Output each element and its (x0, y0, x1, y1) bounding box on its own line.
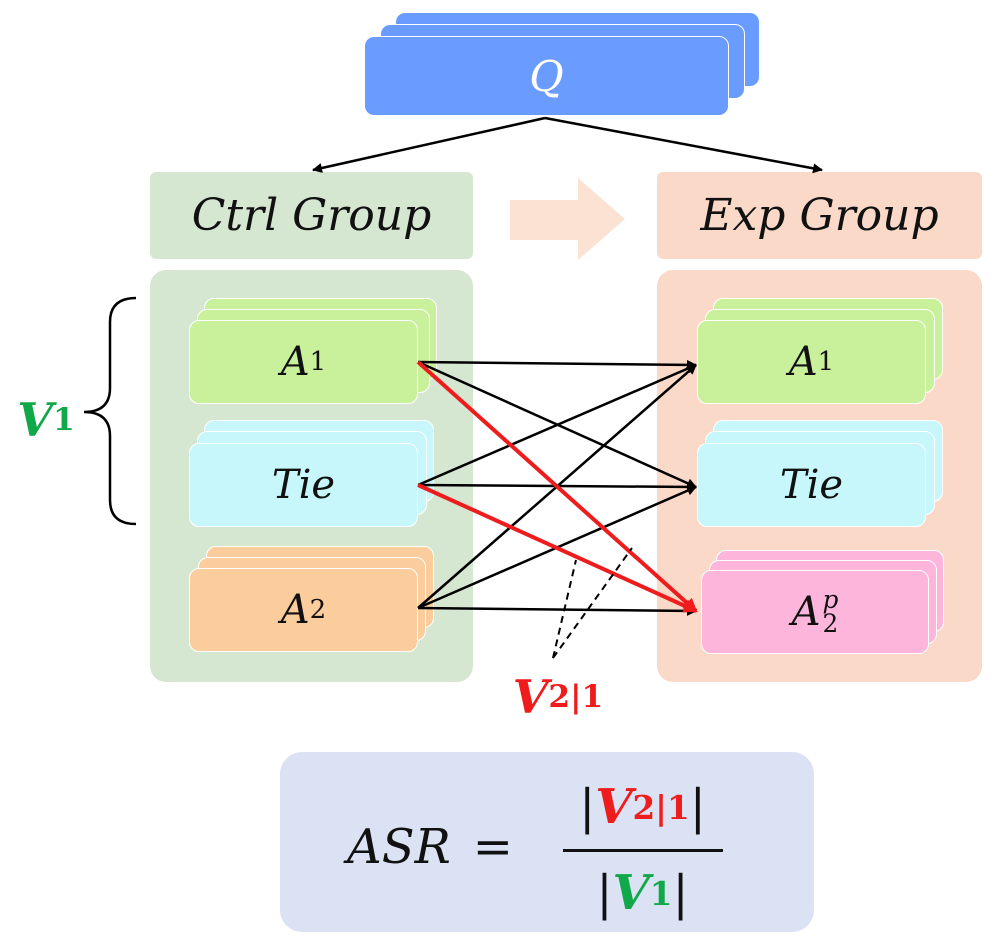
asr-fraction-bar (563, 849, 723, 852)
ctrl-a1-sub: 1 (309, 347, 327, 377)
exp-a2p-sub: 2 (822, 609, 839, 638)
asr-num-var: V (595, 779, 633, 835)
q-to-ctrl-arrow (312, 116, 546, 173)
transition-arrow (510, 178, 625, 260)
q-to-exp-arrow (544, 116, 823, 174)
v21-pointer-1 (552, 559, 577, 659)
exp-a1-base: A (788, 339, 818, 385)
asr-num-sub: 2|1 (632, 787, 690, 827)
ctrl-group-header (150, 172, 473, 259)
ctrl-group-label: Ctrl Group (191, 190, 432, 241)
edge-ctrl-a1-to-exp-a2p (416, 360, 698, 613)
v1-brace (83, 296, 137, 526)
asr-lhs-text: ASR (347, 819, 451, 875)
ctrl-a2-sub: 2 (309, 595, 327, 625)
exp-a1-sub: 1 (817, 347, 835, 377)
exp-group-label: Exp Group (700, 190, 939, 241)
asr-den-bar-right: | (672, 865, 689, 921)
asr-lhs: ASR = (330, 812, 530, 882)
ctrl-a2-base: A (280, 587, 310, 633)
ctrl-a2-card (189, 568, 418, 652)
ctrl-tie-card (189, 443, 418, 527)
asr-equals: = (472, 819, 513, 875)
exp-tie-card (697, 443, 926, 527)
asr-num-bar-right: | (689, 779, 706, 835)
asr-num-bar-left: | (579, 779, 596, 835)
exp-group-header (657, 172, 982, 259)
v21-pointer-2 (552, 547, 633, 659)
exp-a1-card (697, 320, 926, 404)
ctrl-a1-base: A (280, 339, 310, 385)
edge-ctrl-tie-to-exp-a2p (417, 483, 698, 613)
v21-sub: 2|1 (548, 679, 604, 715)
asr-den-var: V (612, 865, 650, 921)
q-label: Q (529, 51, 564, 101)
q-box (364, 36, 729, 116)
v21-var: V (512, 670, 549, 724)
asr-den-bar-left: | (596, 865, 613, 921)
edge-ctrl-tie-to-exp-a1 (417, 363, 697, 487)
exp-a2p-base: A (791, 589, 821, 635)
exp-tie-label: Tie (779, 462, 844, 508)
ctrl-tie-label: Tie (271, 462, 336, 508)
exp-a2p-sup: p (822, 585, 839, 615)
edge-ctrl-a1-to-exp-a1 (417, 359, 697, 370)
v1-sub: 1 (52, 402, 75, 438)
v1-var: V (17, 393, 53, 447)
edge-ctrl-a2-to-exp-a2p (417, 605, 697, 616)
asr-formula-box (280, 752, 814, 932)
exp-a2p-card (701, 570, 929, 654)
asr-den-sub: 1 (649, 873, 673, 913)
ctrl-a1-card (189, 320, 418, 404)
